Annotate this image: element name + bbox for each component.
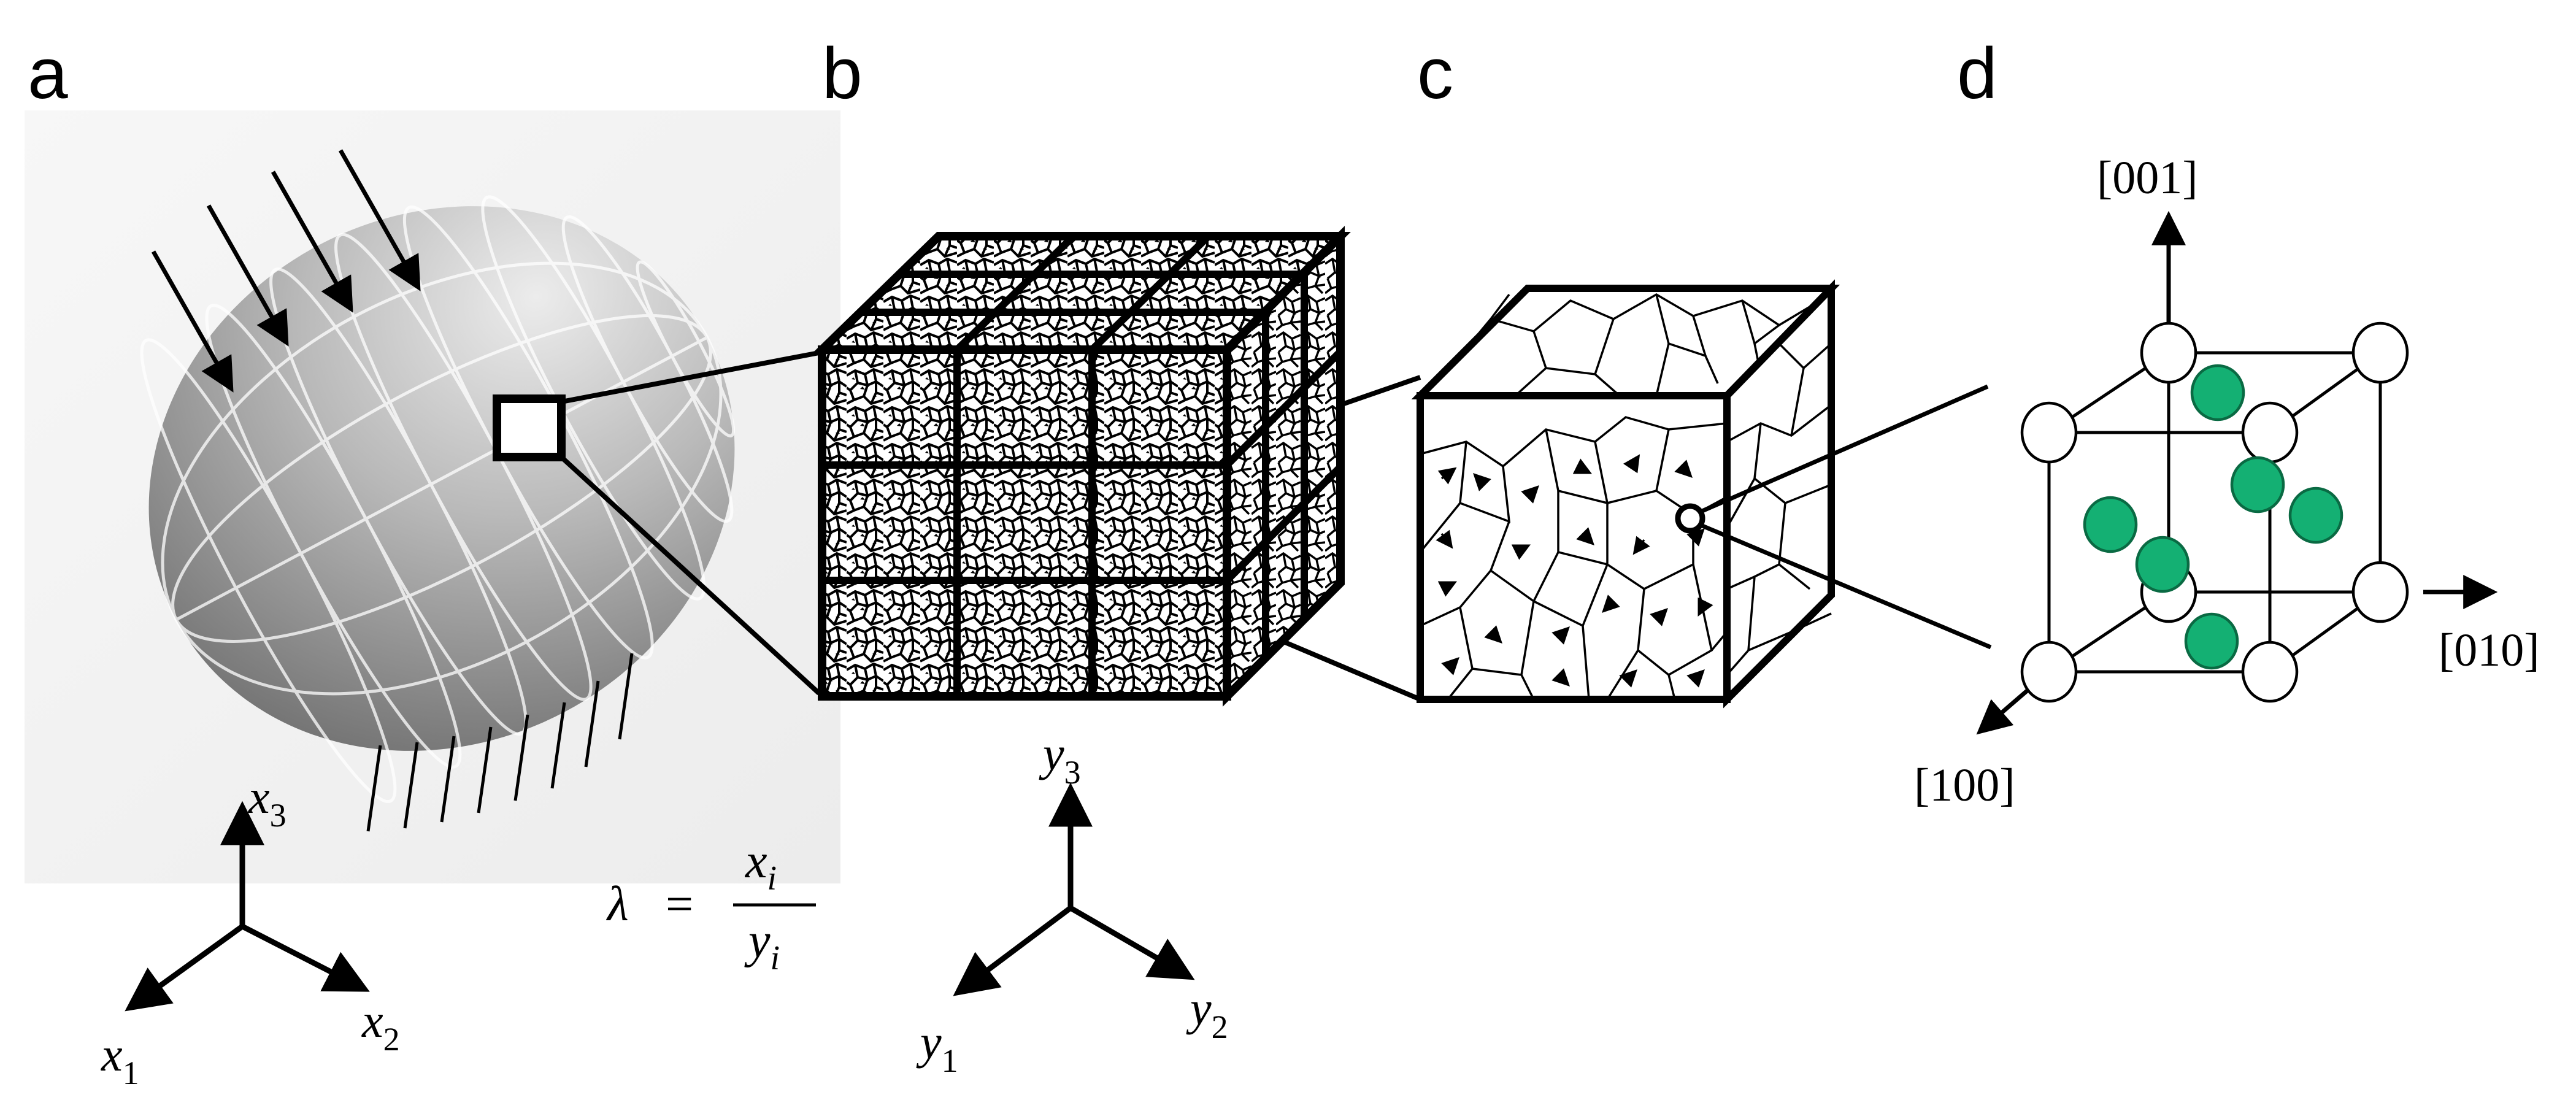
panel-a-letter: a bbox=[28, 33, 68, 114]
crystal-lattice: [001] [010] [100] bbox=[1914, 152, 2540, 811]
panel-d: d bbox=[1914, 33, 2540, 811]
y2-label: y2 bbox=[1186, 982, 1228, 1045]
x3-label: x3 bbox=[248, 770, 286, 834]
zoom-lines-a-b bbox=[559, 350, 821, 695]
y-axes bbox=[953, 782, 1195, 996]
panel-c-letter: c bbox=[1417, 33, 1453, 114]
load-arrows bbox=[151, 149, 421, 393]
x2-label: x2 bbox=[361, 994, 400, 1058]
svg-text:λ: λ bbox=[606, 877, 629, 931]
green-atoms bbox=[2083, 364, 2343, 670]
panel-b-letter: b bbox=[822, 33, 863, 114]
direction-100-label: [100] bbox=[1914, 760, 2015, 811]
hatch-lines bbox=[366, 653, 634, 832]
svg-text:xi: xi bbox=[745, 834, 777, 898]
grain-cube bbox=[1411, 279, 1840, 709]
direction-001-label: [001] bbox=[2097, 152, 2198, 204]
selection-square bbox=[493, 394, 566, 461]
scale-ratio-equation: λ = xi yi bbox=[606, 834, 816, 977]
x-axes bbox=[125, 801, 370, 1012]
y1-label: y1 bbox=[916, 1015, 958, 1079]
svg-text:yi: yi bbox=[744, 914, 780, 977]
panel-b: b bbox=[811, 33, 1421, 1079]
x1-label: x1 bbox=[101, 1028, 139, 1091]
zoom-lines-c-d bbox=[1698, 384, 1992, 650]
zoom-lines-b-c bbox=[1281, 375, 1421, 702]
polycrystal-cube bbox=[811, 226, 1351, 707]
selected-grain-circle bbox=[1675, 503, 1705, 534]
direction-010-label: [010] bbox=[2439, 625, 2540, 676]
y3-label: y3 bbox=[1039, 727, 1081, 791]
panel-c: c bbox=[1411, 33, 1992, 709]
panel-a: a bbox=[25, 33, 840, 1091]
svg-text:=: = bbox=[666, 877, 693, 931]
panel-d-letter: d bbox=[1957, 33, 1997, 114]
